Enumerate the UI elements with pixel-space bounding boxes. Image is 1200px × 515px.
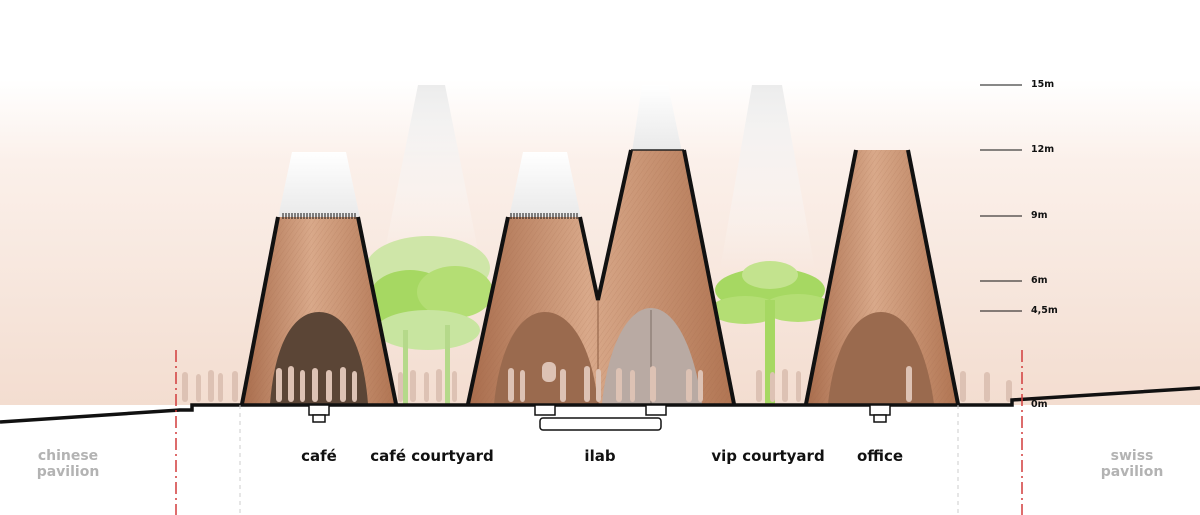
ventilation-glow bbox=[383, 85, 480, 260]
chimney-ilab bbox=[509, 152, 581, 218]
level-label: 0m bbox=[1031, 399, 1048, 410]
chimney-ilab-tall bbox=[632, 85, 682, 152]
chimney-cafe bbox=[278, 152, 360, 218]
cone-office bbox=[804, 149, 960, 405]
level-label: 4,5m bbox=[1031, 305, 1058, 316]
level-markers bbox=[980, 84, 1022, 312]
ground-line bbox=[0, 386, 1200, 424]
ventilation-glow bbox=[720, 85, 815, 270]
space-label-cafe-courtyard: café courtyard bbox=[370, 447, 494, 465]
neighbor-label-left: chinese pavilion bbox=[37, 448, 100, 480]
space-label-office: office bbox=[856, 447, 904, 465]
level-label: 15m bbox=[1031, 79, 1055, 90]
level-label: 6m bbox=[1031, 275, 1048, 286]
neighbor-right-line2: pavilion bbox=[1100, 464, 1164, 480]
palm-vip-courtyard bbox=[710, 261, 833, 405]
neighbor-left-line1: chinese bbox=[37, 448, 99, 464]
foundations bbox=[308, 404, 891, 431]
space-label-vip-courtyard: vip courtyard bbox=[711, 447, 825, 465]
neighbor-left-line2: pavilion bbox=[36, 464, 100, 480]
space-label-ilab: ilab bbox=[584, 447, 616, 465]
level-label: 12m bbox=[1031, 144, 1055, 155]
space-label-cafe: café bbox=[301, 447, 337, 465]
neighbor-label-right: swiss pavilion bbox=[1101, 448, 1164, 480]
tree-cafe-courtyard bbox=[366, 236, 493, 405]
people-silhouettes bbox=[182, 362, 1012, 402]
cone-cafe bbox=[240, 213, 398, 405]
level-label: 9m bbox=[1031, 210, 1048, 221]
neighbor-right-line1: swiss bbox=[1110, 448, 1154, 464]
